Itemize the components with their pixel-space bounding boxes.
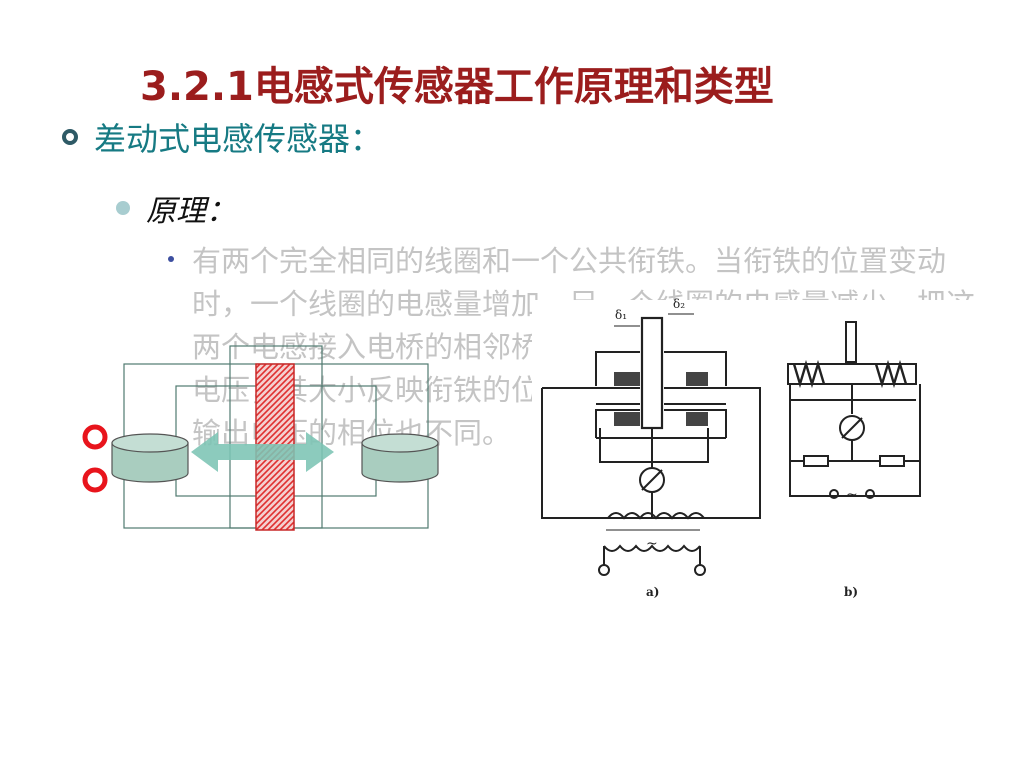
- delta1-label: δ₁: [615, 308, 627, 322]
- terminal-bottom-icon: [82, 467, 108, 493]
- double-arrow-icon: [191, 432, 334, 472]
- figure-b-bridge: [787, 321, 921, 499]
- subheading-text: 原理：: [146, 194, 236, 229]
- left-coil-icon: [111, 433, 189, 483]
- dot-bullet-icon: [116, 201, 130, 215]
- terminal-top-icon: [82, 424, 108, 450]
- right-coil-icon: [361, 433, 439, 483]
- figure-b-label: b): [844, 585, 858, 599]
- slide-title: 3.2.1电感式传感器工作原理和类型: [140, 64, 774, 110]
- heading-text: 差动式电感传感器：: [94, 120, 383, 158]
- small-dot-bullet-icon: [168, 256, 174, 262]
- ac-symbol-a: ~: [646, 536, 658, 552]
- subheading-row: 原理：: [116, 186, 236, 230]
- ring-bullet-icon: [62, 129, 78, 145]
- delta2-label: δ₂: [673, 297, 685, 311]
- heading-row: 差动式电感传感器：: [62, 114, 382, 160]
- ac-symbol-b: ~: [846, 487, 858, 503]
- circuit-figure: δ₁ δ₂ ~ ~ a) b): [532, 297, 982, 612]
- differential-sensor-schematic: [82, 345, 439, 531]
- figure-a-bridge: [541, 313, 761, 576]
- figure-a-label: a): [646, 585, 659, 599]
